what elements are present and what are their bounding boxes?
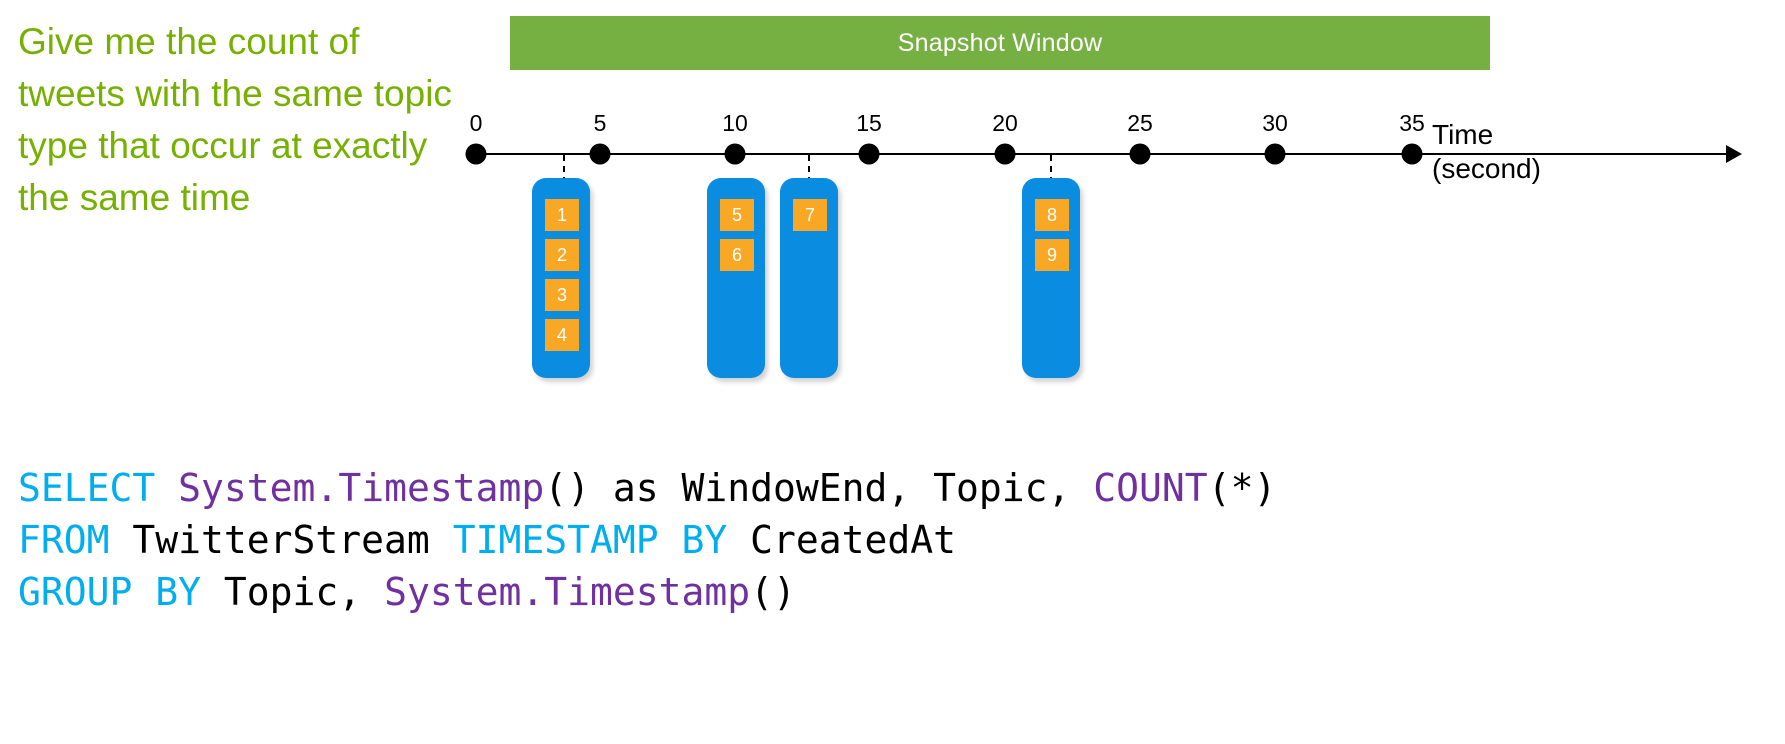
sql-token: System.Timestamp	[384, 570, 751, 614]
event-marker-5: 5	[720, 199, 754, 231]
tick-label-25: 25	[1127, 110, 1153, 136]
sql-token: GROUP BY	[18, 570, 202, 614]
sql-token: FROM	[18, 518, 110, 562]
axis-dot-20	[994, 143, 1016, 165]
event-marker-4: 4	[545, 319, 579, 351]
sql-token: SELECT	[18, 466, 156, 510]
event-box-group-1: 1 2 3 4	[532, 178, 590, 378]
axis-dot-5	[589, 143, 611, 165]
axis-dot-10	[724, 143, 746, 165]
sql-token: System.Timestamp	[178, 466, 545, 510]
event-marker-9: 9	[1035, 239, 1069, 271]
time-axis-label-line1: Time	[1432, 119, 1494, 150]
sql-token: CreatedAt	[727, 518, 957, 562]
snapshot-window-bar: Snapshot Window	[510, 16, 1490, 70]
tick-label-15: 15	[856, 110, 882, 136]
sql-line-3: GROUP BY Topic, System.Timestamp()	[18, 566, 1276, 618]
sql-token: () as WindowEnd, Topic,	[544, 466, 1094, 510]
axis-line	[475, 153, 1730, 155]
axis-dot-25	[1129, 143, 1151, 165]
time-axis-label-line2: (second)	[1432, 153, 1541, 184]
axis-dot-35	[1401, 143, 1423, 165]
event-marker-1: 1	[545, 199, 579, 231]
sql-token: ()	[750, 570, 796, 614]
sql-token: (*)	[1207, 466, 1277, 510]
sql-query-block: SELECT System.Timestamp() as WindowEnd, …	[18, 462, 1276, 618]
tick-label-0: 0	[469, 110, 483, 136]
tick-label-10: 10	[722, 110, 748, 136]
question-text: Give me the count of tweets with the sam…	[18, 21, 463, 218]
sql-token: TwitterStream	[109, 518, 453, 562]
snapshot-window-label: Snapshot Window	[897, 28, 1103, 57]
tick-label-5: 5	[593, 110, 607, 136]
tick-label-20: 20	[992, 110, 1018, 136]
sql-token: Topic,	[201, 570, 385, 614]
sql-token: TIMESTAMP BY	[452, 518, 728, 562]
axis-dot-30	[1264, 143, 1286, 165]
event-marker-6: 6	[720, 239, 754, 271]
tick-label-35: 35	[1399, 110, 1425, 136]
tick-label-30: 30	[1262, 110, 1288, 136]
sql-line-1: SELECT System.Timestamp() as WindowEnd, …	[18, 462, 1276, 514]
axis-arrow-icon	[1726, 145, 1742, 163]
axis-dot-15	[858, 143, 880, 165]
sql-token: COUNT	[1093, 466, 1208, 510]
event-marker-2: 2	[545, 239, 579, 271]
event-marker-7: 7	[793, 199, 827, 231]
axis-dot-0	[465, 143, 487, 165]
event-box-group-3: 7	[780, 178, 838, 378]
event-marker-3: 3	[545, 279, 579, 311]
time-axis-label: Time (second)	[1432, 118, 1541, 186]
sql-line-2: FROM TwitterStream TIMESTAMP BY CreatedA…	[18, 514, 1276, 566]
sql-token	[155, 466, 178, 510]
event-marker-8: 8	[1035, 199, 1069, 231]
